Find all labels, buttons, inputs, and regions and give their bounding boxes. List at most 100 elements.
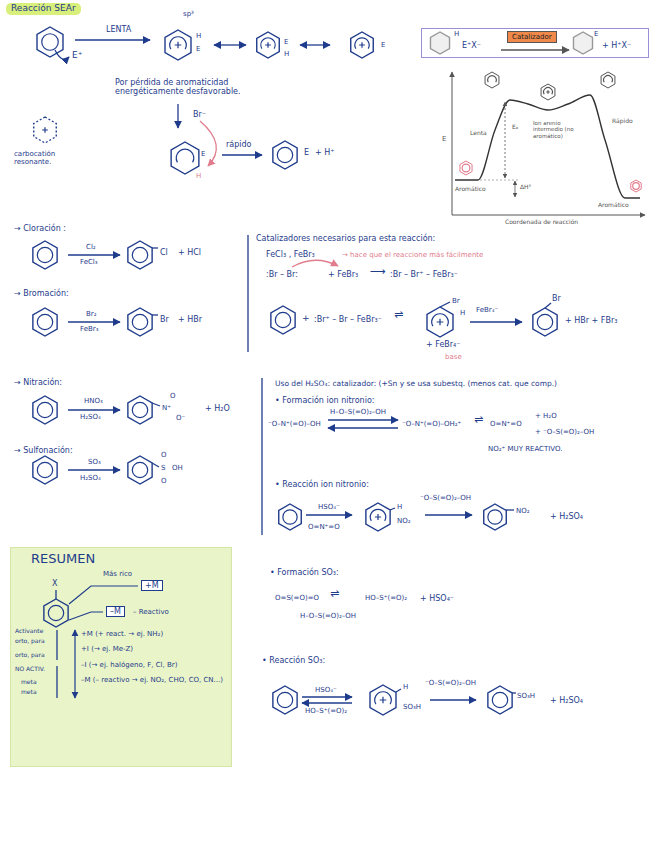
benzene-ring xyxy=(601,72,615,88)
page-title: Reacción SEAr xyxy=(6,3,81,15)
note-text: :Br – Br⁺ – FeBr₃⁻ xyxy=(390,270,458,279)
aromatic-ring xyxy=(492,692,507,707)
delocalized-arc xyxy=(176,149,194,162)
reaction-box: HE⁺X⁻E+ H⁺X⁻Catalizador xyxy=(421,28,649,58)
note-text: + H₂SO₄ xyxy=(550,512,583,521)
note-text: Br⁻ xyxy=(193,110,206,119)
note-text: NO₂ xyxy=(397,517,411,525)
reaction-arrow xyxy=(68,469,120,470)
note-text: O⁻ xyxy=(176,414,185,422)
note-text: Br xyxy=(452,297,460,305)
note-text: S xyxy=(161,464,165,472)
note-text: HNO₃ xyxy=(84,397,103,405)
note-text: NO₂⁺ MUY REACTIVO. xyxy=(488,445,562,453)
leader-line xyxy=(69,586,138,604)
aromatic-ring xyxy=(277,692,292,707)
node-text: Catalizador xyxy=(512,33,552,41)
note-text: OH xyxy=(172,464,183,472)
reaction-arrow xyxy=(328,419,398,420)
benzene-ring xyxy=(257,32,280,58)
node-text: H xyxy=(454,30,459,38)
benzene-ring xyxy=(485,72,499,88)
note-text: Uso del H₂SO₄: catalizador: (+Sn y se us… xyxy=(275,380,645,389)
aromatic-ring xyxy=(277,147,292,162)
note-text: Catalizadores necesarios para esta reacc… xyxy=(256,234,435,243)
note-text: FeBr₄⁻ xyxy=(476,306,498,314)
note-text: SO₃ xyxy=(88,458,101,466)
reaction-arrow xyxy=(177,104,178,128)
note-text: H xyxy=(196,172,201,180)
benzene-ring xyxy=(33,396,57,424)
note-text: + H⁺ xyxy=(315,148,334,157)
bracket-line xyxy=(56,630,57,660)
aromatic-ring xyxy=(633,183,640,190)
note-text: Cl₂ xyxy=(86,243,96,251)
curved-arrow xyxy=(200,121,216,166)
node-text: –I (→ ej. halógeno, F, Cl, Br) xyxy=(81,661,177,669)
note-text: Br xyxy=(552,294,561,303)
aromatic-ring xyxy=(132,402,147,417)
bond-line xyxy=(512,692,516,693)
note-text: O=N⁺=O xyxy=(490,420,522,428)
note-text: H–O–S(=O)₂–OH xyxy=(300,612,356,620)
note-text: ⁻O–N⁺(=O)–OH₂⁺ xyxy=(402,420,461,428)
note-text: + H₂SO₄ xyxy=(550,696,583,705)
benzene-ring xyxy=(128,241,152,269)
node-text: –M (– reactivo → ej. NO₂, CHO, CO, CN...… xyxy=(81,676,226,684)
note-text: Cl xyxy=(160,248,168,257)
node-text: +M (+ react. → ej. NH₂) xyxy=(81,630,163,638)
reaction-arrow xyxy=(452,215,645,216)
note-text: carbocatión resonante. xyxy=(14,150,84,166)
level-line xyxy=(480,180,520,181)
benzene-ring xyxy=(273,686,297,714)
delocalized-arc xyxy=(261,38,275,49)
note-text: H xyxy=(403,683,408,691)
note-text: E xyxy=(284,38,288,46)
benzene-ring xyxy=(37,27,63,57)
note-text: Ion arenio intermedio (no aromático) xyxy=(533,120,583,139)
node-text: X xyxy=(52,579,57,588)
note-text: → Cloración : xyxy=(14,224,66,233)
note-text: → Nitración: xyxy=(14,378,62,387)
note-text: E⁺ xyxy=(72,50,82,60)
aromatic-ring xyxy=(462,164,470,172)
note-text: H xyxy=(460,309,465,317)
node-text: + H⁺X⁻ xyxy=(602,41,631,50)
note-text: E xyxy=(304,148,309,157)
benzene-ring xyxy=(533,308,557,336)
node-text: meta xyxy=(21,679,37,686)
note-text: + FeBr₃ xyxy=(328,270,358,279)
bond-line xyxy=(396,689,401,692)
benzene-ring xyxy=(34,117,57,143)
benzene-ring xyxy=(273,141,297,169)
delocalized-arc xyxy=(488,76,497,83)
note-text: + HSO₄⁻ xyxy=(420,594,454,603)
aromatic-ring xyxy=(132,462,147,477)
note-text: Eₐ xyxy=(512,124,518,131)
node-text: E⁺X⁻ xyxy=(462,41,481,50)
reaction-arrow xyxy=(300,44,330,45)
catalyst-box: Catalizador xyxy=(507,31,557,43)
note-text: • Formación SO₃: xyxy=(270,568,339,577)
aromatic-ring xyxy=(37,314,52,329)
note-text: ⇌ xyxy=(394,309,403,322)
delocalized-arc xyxy=(355,38,369,49)
note-text: H xyxy=(284,50,289,58)
note-text: O=N⁺=O xyxy=(308,523,340,531)
aromatic-ring xyxy=(488,510,502,524)
node-text: +M xyxy=(145,581,159,590)
reaction-arrow xyxy=(68,254,120,255)
note-text: HSO₄⁻ xyxy=(315,686,337,694)
note-text: O xyxy=(170,392,176,400)
note-text: + HBr xyxy=(178,315,202,324)
leader-line xyxy=(69,612,103,620)
note-text: ⁻O–S(=O)₂–OH xyxy=(420,494,471,502)
benzene-ring xyxy=(366,503,390,531)
delocalized-arc xyxy=(170,37,187,49)
node-text: RESUMEN xyxy=(31,552,95,567)
aromatic-ring xyxy=(537,314,552,329)
bond-line xyxy=(55,590,56,599)
note-text: → Sulfonación: xyxy=(14,446,73,455)
note-text: → Bromación: xyxy=(14,289,69,298)
